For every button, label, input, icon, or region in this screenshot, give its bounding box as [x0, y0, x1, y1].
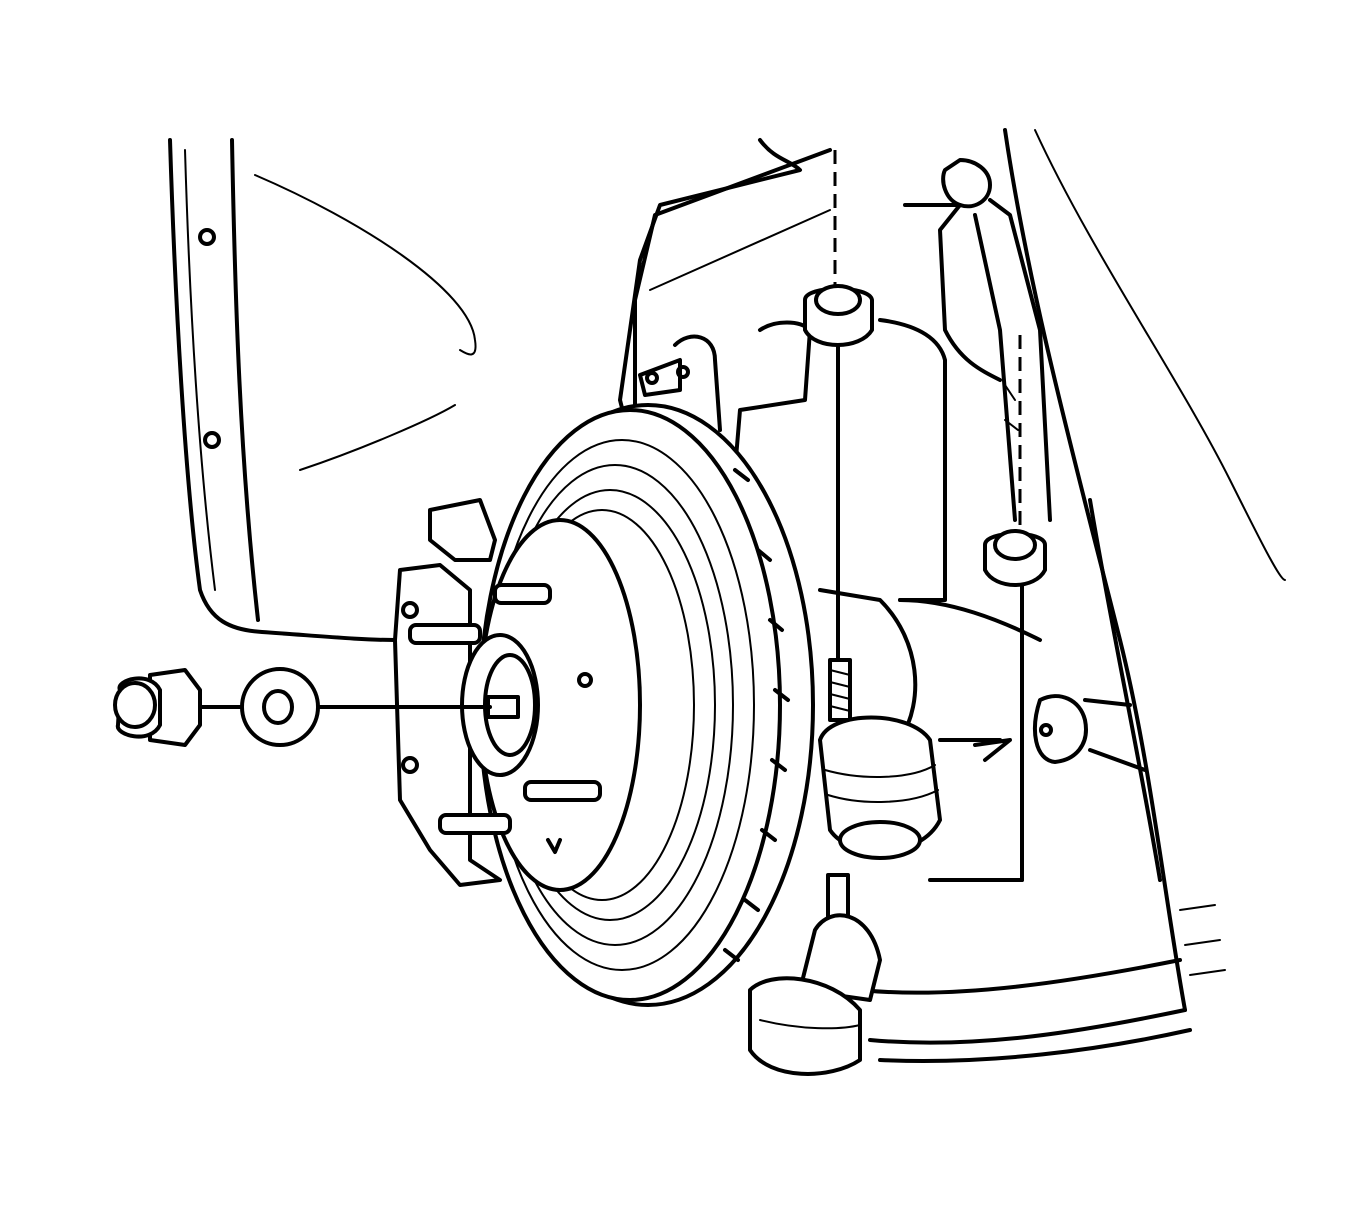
stabilizer-link-nut	[983, 335, 1047, 882]
hub-nut	[113, 668, 202, 747]
lower-control-arm	[1033, 694, 1147, 772]
stabilizer-link	[941, 158, 1052, 522]
upper-ball-joint-nut	[803, 150, 874, 662]
rotor-cooling-vanes	[723, 468, 790, 962]
splash-shield	[618, 138, 1192, 1063]
washer	[240, 667, 320, 747]
tie-rod-end	[748, 873, 882, 1076]
ball-joint	[818, 658, 1024, 882]
body-panel	[1003, 128, 1286, 1012]
fender-liner	[168, 138, 477, 642]
wheel-studs	[408, 583, 602, 835]
